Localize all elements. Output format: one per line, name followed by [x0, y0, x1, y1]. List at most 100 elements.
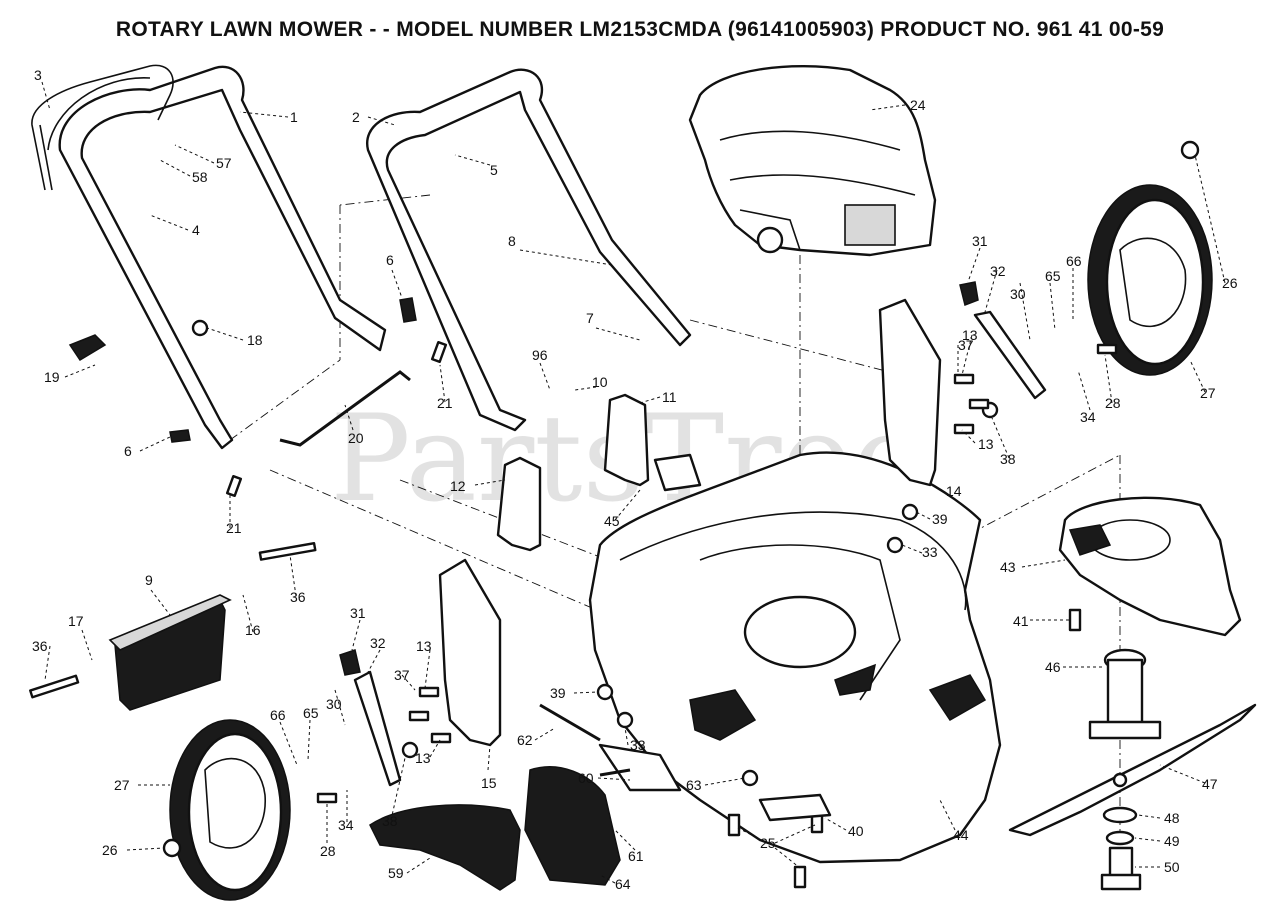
- rear-wheel-right: [1087, 184, 1213, 376]
- callout-34-right: 34: [1080, 409, 1096, 425]
- axle-rod: [279, 370, 411, 447]
- callout-2: 2: [352, 109, 360, 125]
- callout-25: 25: [760, 835, 776, 851]
- diagram-title: ROTARY LAWN MOWER - - MODEL NUMBER LM215…: [115, 18, 1165, 41]
- callout-33-left: 33: [630, 737, 646, 753]
- wheel-bracket-right: [878, 298, 942, 487]
- callout-34-left: 34: [338, 817, 354, 833]
- callout-33-right: 33: [922, 544, 938, 560]
- callout-49: 49: [1164, 833, 1180, 849]
- callout-27-right: 27: [1200, 385, 1216, 401]
- height-adjuster-12: [496, 456, 542, 552]
- upper-handle: [47, 65, 387, 450]
- hardware: [29, 140, 1200, 889]
- callout-28-right: 28: [1105, 395, 1121, 411]
- callout-39-left: 39: [550, 685, 566, 701]
- callout-60: 60: [578, 770, 594, 786]
- mulch-plug: [369, 804, 521, 891]
- callout-16: 16: [245, 622, 261, 638]
- callout-labels: 1 2 3 4 5 6 6 7 8 9 10 11 12 13 13 13 13…: [32, 67, 1238, 892]
- callout-45: 45: [604, 513, 620, 529]
- callout-6-lower: 6: [124, 443, 132, 459]
- callout-30-left: 30: [326, 696, 342, 712]
- callout-48: 48: [1164, 810, 1180, 826]
- blade-adapter: [1088, 648, 1162, 740]
- callout-10: 10: [592, 374, 608, 390]
- callout-14: 14: [946, 483, 962, 499]
- callout-36-left: 36: [32, 638, 48, 654]
- callout-58: 58: [192, 169, 208, 185]
- callout-21-lower: 21: [226, 520, 242, 536]
- blade: [1008, 703, 1257, 837]
- callout-65-left: 65: [303, 705, 319, 721]
- callout-28-left: 28: [320, 843, 336, 859]
- callout-37-left: 37: [394, 667, 410, 683]
- callout-26-left: 26: [102, 842, 118, 858]
- callout-21-upper: 21: [437, 395, 453, 411]
- callout-9: 9: [145, 572, 153, 588]
- callout-30-right: 30: [1010, 286, 1026, 302]
- callout-11: 11: [662, 389, 677, 405]
- callout-24: 24: [910, 97, 926, 113]
- leader-lines: [41, 81, 1226, 884]
- rear-flap: [108, 594, 232, 711]
- bagger-housing: [1058, 496, 1242, 637]
- callout-65-right: 65: [1045, 268, 1061, 284]
- callout-47: 47: [1202, 776, 1218, 792]
- blade-bolt: [1100, 846, 1142, 891]
- pivot-bar-right: [973, 310, 1047, 400]
- callout-13-c: 13: [416, 638, 432, 654]
- callout-32-right: 32: [990, 263, 1006, 279]
- callout-38-right: 38: [1000, 451, 1016, 467]
- wheel-bracket-left: [438, 558, 502, 747]
- callout-64: 64: [615, 876, 631, 892]
- callout-20: 20: [348, 430, 364, 446]
- callout-44: 44: [953, 827, 969, 843]
- discharge-door: [524, 766, 621, 886]
- callout-4: 4: [192, 222, 200, 238]
- height-adjuster-11: [603, 393, 650, 487]
- callout-39-right: 39: [932, 511, 948, 527]
- callout-17: 17: [68, 613, 84, 629]
- callout-15: 15: [481, 775, 497, 791]
- callout-1: 1: [290, 109, 298, 125]
- callout-38-left: 38: [382, 813, 398, 829]
- callout-50: 50: [1164, 859, 1180, 875]
- callout-13-b: 13: [978, 436, 994, 452]
- callout-57: 57: [216, 155, 232, 171]
- lower-handle: [365, 68, 692, 432]
- callout-13-a: 13: [962, 327, 978, 343]
- callout-62: 62: [517, 732, 533, 748]
- callout-27-left: 27: [114, 777, 130, 793]
- callout-31-left: 31: [350, 605, 366, 621]
- callout-43: 43: [1000, 559, 1016, 575]
- callout-26-right: 26: [1222, 275, 1238, 291]
- callout-36-right: 36: [290, 589, 306, 605]
- callout-18: 18: [247, 332, 263, 348]
- callout-3: 3: [34, 67, 42, 83]
- callout-66-right: 66: [1066, 253, 1082, 269]
- callout-31-right: 31: [972, 233, 988, 249]
- pivot-bar-left: [353, 670, 402, 787]
- callout-61: 61: [628, 848, 644, 864]
- callout-59: 59: [388, 865, 404, 881]
- callout-6-upper: 6: [386, 252, 394, 268]
- callout-96: 96: [532, 347, 548, 363]
- callout-46: 46: [1045, 659, 1061, 675]
- callout-7: 7: [586, 310, 594, 326]
- front-wheel-left: [169, 719, 291, 901]
- callout-5: 5: [490, 162, 498, 178]
- callout-32-left: 32: [370, 635, 386, 651]
- washer-48: [1102, 806, 1138, 824]
- callout-66-left: 66: [270, 707, 286, 723]
- callout-40: 40: [848, 823, 864, 839]
- washer-49: [1105, 830, 1135, 846]
- callout-63: 63: [686, 777, 702, 793]
- callout-41: 41: [1013, 613, 1029, 629]
- callout-8: 8: [508, 233, 516, 249]
- control-bar: [31, 64, 174, 191]
- callout-13-d: 13: [415, 750, 431, 766]
- callout-12: 12: [450, 478, 466, 494]
- callout-19: 19: [44, 369, 60, 385]
